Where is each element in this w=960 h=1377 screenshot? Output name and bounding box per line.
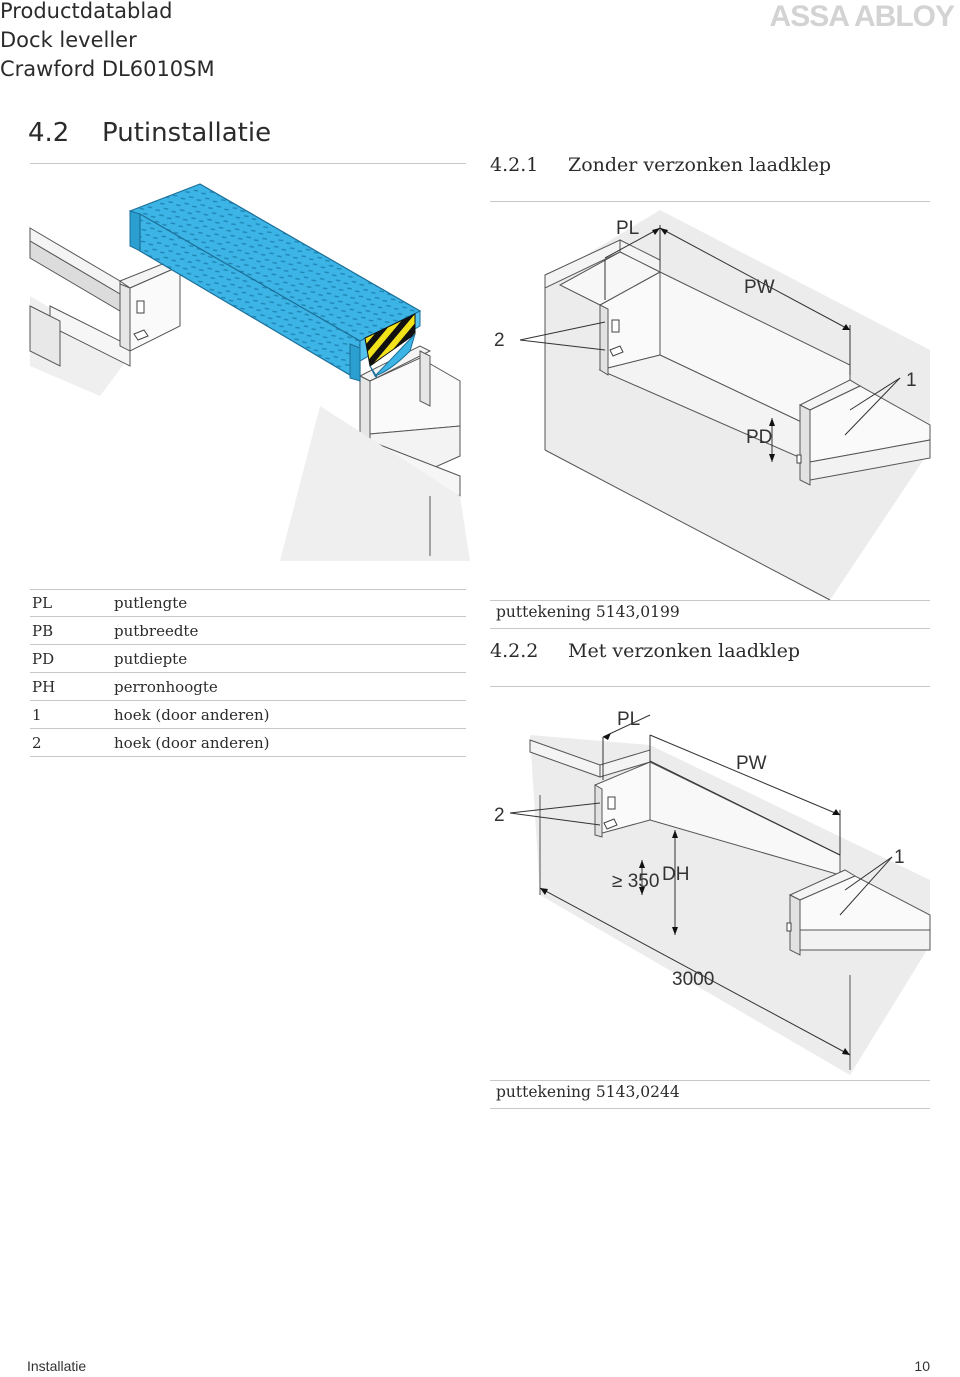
section-title: Putinstallatie	[102, 118, 272, 148]
legend-key: PB	[32, 621, 54, 640]
pit-drawing-2: PL PW DH ≥ 350 1 2 3000	[494, 709, 931, 1075]
brand-logo: ASSA ABLOY	[769, 0, 955, 33]
footer-section: Installatie	[27, 1358, 87, 1374]
legend-row: 1 hoek (door anderen)	[30, 701, 466, 729]
legend-key: 2	[32, 733, 42, 752]
fig2-pw-label: PW	[736, 753, 767, 774]
legend-row: PL putlengte	[30, 589, 466, 617]
product-name: Crawford DL6010SM	[0, 57, 215, 81]
legend-key: PL	[32, 593, 53, 612]
legend-value: putbreedte	[114, 621, 199, 640]
caption-1-bottom-rule	[490, 628, 930, 629]
fig1-pl-label: PL	[616, 218, 639, 239]
legend-row: PB putbreedte	[30, 617, 466, 645]
subsection-1-title: Zonder verzonken laadklep	[568, 154, 832, 176]
drawing-2-caption: puttekening 5143,0244	[496, 1083, 680, 1101]
dock-leveller-illustration	[29, 183, 470, 561]
caption-2-top-rule	[490, 1080, 930, 1081]
legend-key: PD	[32, 649, 55, 668]
fig2-pl-label: PL	[617, 709, 640, 730]
fig2-dh-label: DH	[662, 864, 689, 885]
document-header: Productdatablad Dock leveller Crawford D…	[0, 0, 215, 84]
fig1-pw-label: PW	[744, 277, 775, 298]
fig1-pd-label: PD	[746, 427, 772, 448]
legend-key: PH	[32, 677, 56, 696]
subsection-2-heading: 4.2.2 Met verzonken laadklep	[490, 640, 800, 662]
subsection-2-title: Met verzonken laadklep	[568, 640, 801, 662]
fig2-callout-2: 2	[494, 805, 505, 826]
section-number: 4.2	[28, 118, 70, 148]
page-number: 10	[914, 1358, 930, 1374]
subsection-2-number: 4.2.2	[490, 640, 539, 662]
legend-value: hoek (door anderen)	[114, 733, 270, 752]
caption-1-top-rule	[490, 600, 930, 601]
drawing-1-caption: puttekening 5143,0199	[496, 603, 680, 621]
legend-row: PH perronhoogte	[30, 673, 466, 701]
subsection-1-number: 4.2.1	[490, 154, 539, 176]
subsection-1-heading: 4.2.1 Zonder verzonken laadklep	[490, 154, 831, 176]
legend-table: PL putlengte PB putbreedte PD putdiepte PH p…	[30, 589, 466, 757]
fig1-callout-1: 1	[906, 370, 917, 391]
legend-top-rule	[30, 589, 466, 590]
subsection-1-rule	[490, 201, 930, 202]
doc-type: Productdatablad	[0, 0, 173, 23]
legend-value: putlengte	[114, 593, 188, 612]
legend-key: 1	[32, 705, 42, 724]
caption-2-bottom-rule	[490, 1108, 930, 1109]
fig2-length-label: 3000	[672, 969, 714, 990]
pit-drawing-1: PL PW PD 1 2	[494, 210, 931, 601]
fig2-callout-1: 1	[894, 847, 905, 868]
fig2-min-depth-label: ≥ 350	[612, 871, 659, 892]
legend-row: PD putdiepte	[30, 645, 466, 673]
legend-value: hoek (door anderen)	[114, 705, 270, 724]
legend-row: 2 hoek (door anderen)	[30, 729, 466, 757]
product-category: Dock leveller	[0, 28, 137, 52]
fig1-callout-2: 2	[494, 330, 505, 351]
legend-value: putdiepte	[114, 649, 188, 668]
section-rule	[30, 163, 466, 164]
section-heading: 4.2 Putinstallatie	[28, 118, 271, 148]
subsection-2-rule	[490, 686, 930, 687]
legend-value: perronhoogte	[114, 677, 218, 696]
